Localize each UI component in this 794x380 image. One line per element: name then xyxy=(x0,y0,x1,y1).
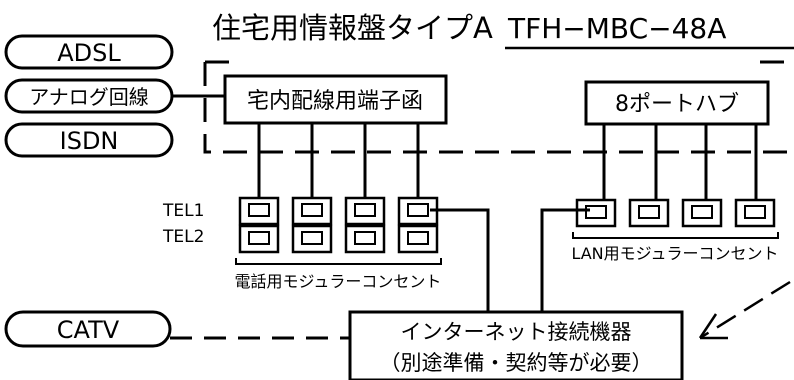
tel-jack xyxy=(238,196,280,226)
panel-title: 住宅用情報盤タイプA xyxy=(212,11,493,45)
tel1-label: TEL1 xyxy=(162,201,204,221)
tel-jack-grid xyxy=(238,196,439,254)
tel-to-device-cable xyxy=(430,208,490,312)
lan-bracket xyxy=(572,232,779,239)
tel2-label: TEL2 xyxy=(162,227,204,247)
external-link-dashed xyxy=(699,280,791,340)
analog-line-label: アナログ回線 xyxy=(29,85,149,109)
catv-label: CATV xyxy=(57,316,120,344)
lan-jack xyxy=(734,198,776,228)
internet-device-note: （別途準備・契約等が必要） xyxy=(380,351,653,375)
tel-caption: 電話用モジュラーコンセント xyxy=(235,272,442,291)
terminal-box: 宅内配線用端子函 xyxy=(223,74,448,125)
hub-label: 8ポートハブ xyxy=(615,92,739,117)
lan-jack-row xyxy=(575,198,776,228)
internet-device-label: インターネット接続機器 xyxy=(401,320,632,344)
lan-jack xyxy=(681,198,723,228)
panel-outline xyxy=(203,60,794,154)
lan-caption: LAN用モジュラーコンセント xyxy=(571,244,778,263)
lan-jack xyxy=(628,198,670,228)
tel-jack xyxy=(291,224,333,254)
terminal-box-label: 宅内配線用端子函 xyxy=(247,89,423,114)
tel-jack xyxy=(397,224,439,254)
tel-drops xyxy=(257,123,420,198)
analog-line-pill: アナログ回線 xyxy=(4,78,174,114)
tel-bracket xyxy=(235,258,442,265)
internet-device-box: インターネット接続機器 （別途準備・契約等が必要） xyxy=(348,310,684,380)
tel-jack xyxy=(238,224,280,254)
catv-pill: CATV xyxy=(4,310,172,348)
tel-jack xyxy=(291,196,333,226)
isdn-pill: ISDN xyxy=(4,122,174,158)
hub-box: 8ポートハブ xyxy=(584,80,770,126)
lan-to-device-cable xyxy=(540,208,590,312)
adsl-pill: ADSL xyxy=(4,34,174,70)
external-link-arrowhead xyxy=(698,313,728,340)
panel-model: TFH−MBC−48A xyxy=(507,12,726,45)
tel-jack xyxy=(344,224,386,254)
adsl-label: ADSL xyxy=(57,39,121,67)
lan-drops xyxy=(602,124,758,200)
isdn-label: ISDN xyxy=(60,127,119,155)
lan-jack xyxy=(575,198,617,228)
tel-jack xyxy=(344,196,386,226)
